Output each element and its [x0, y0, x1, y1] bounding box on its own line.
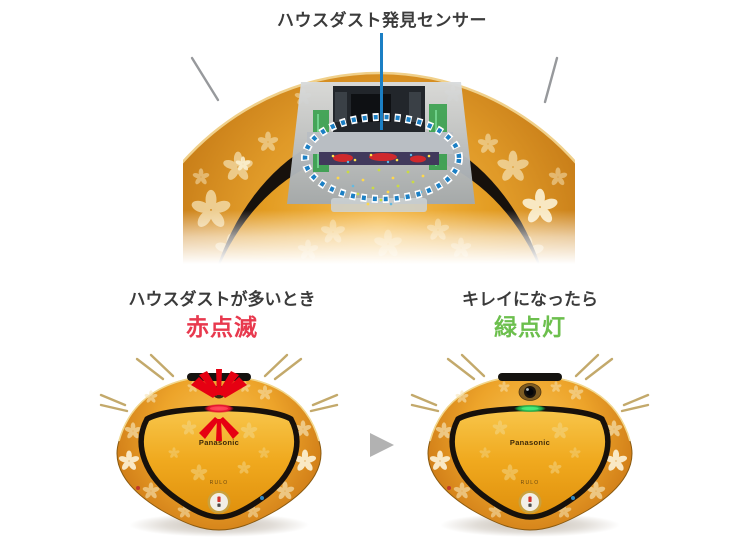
side-brush-wire-icon	[190, 56, 559, 104]
gold-rim	[183, 71, 575, 164]
callout-pointer-line	[380, 33, 383, 130]
robot-before-image: Panasonic RULO	[99, 353, 339, 537]
transition-arrow-icon	[370, 433, 394, 457]
before-caption: ハウスダストが多いとき	[128, 290, 316, 309]
left-indicator-dot	[447, 486, 451, 490]
side-brush-icon	[410, 353, 650, 413]
side-brush-icon	[99, 353, 339, 413]
panasonic-logo: Panasonic	[510, 438, 550, 447]
sensor-cutaway-image	[183, 56, 575, 264]
sensor-cutaway	[287, 82, 475, 212]
control-panel	[449, 405, 611, 520]
robot-after-image: Panasonic RULO	[410, 353, 650, 537]
right-indicator-dot	[260, 496, 264, 500]
right-indicator-dot	[571, 496, 575, 500]
after-status: 緑点灯	[494, 314, 566, 340]
left-indicator-dot	[136, 486, 140, 490]
green-light-icon	[514, 383, 546, 413]
top-slot	[498, 373, 562, 381]
rulo-logo: RULO	[521, 480, 540, 486]
start-button	[518, 490, 542, 514]
sensor-highlight-ellipse	[301, 113, 463, 203]
start-button	[207, 490, 231, 514]
rulo-logo: RULO	[210, 480, 229, 486]
after-caption: キレイになったら	[462, 290, 598, 309]
control-panel	[138, 405, 300, 520]
photo-fade	[183, 210, 575, 264]
panasonic-logo: Panasonic	[199, 438, 239, 447]
before-status: 赤点滅	[186, 314, 258, 340]
section-title: ハウスダスト発見センサー	[277, 11, 487, 30]
red-blink-icon	[191, 369, 247, 441]
